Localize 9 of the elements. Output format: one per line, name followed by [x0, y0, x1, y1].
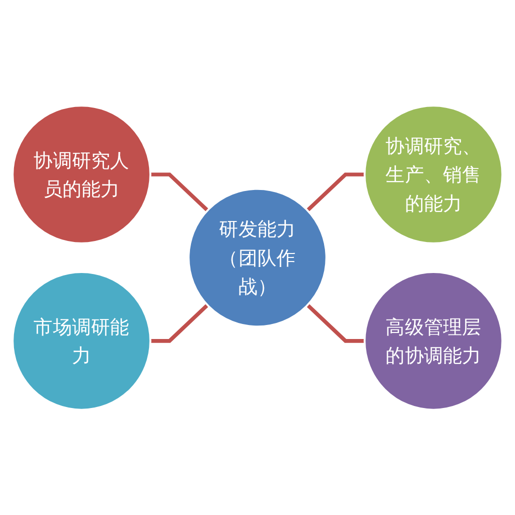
connector	[306, 172, 365, 212]
node-circle: 研发能力（团队作战）	[188, 188, 328, 328]
connector	[306, 303, 365, 343]
node-circle: 市场调研能力	[12, 270, 152, 411]
node-circle: 协调研究、生产、销售的能力	[364, 104, 504, 244]
node-circle: 高级管理层的协调能力	[364, 270, 504, 411]
node-circle: 协调研究人员的能力	[12, 104, 152, 244]
connector	[150, 172, 209, 212]
connector	[150, 303, 209, 343]
